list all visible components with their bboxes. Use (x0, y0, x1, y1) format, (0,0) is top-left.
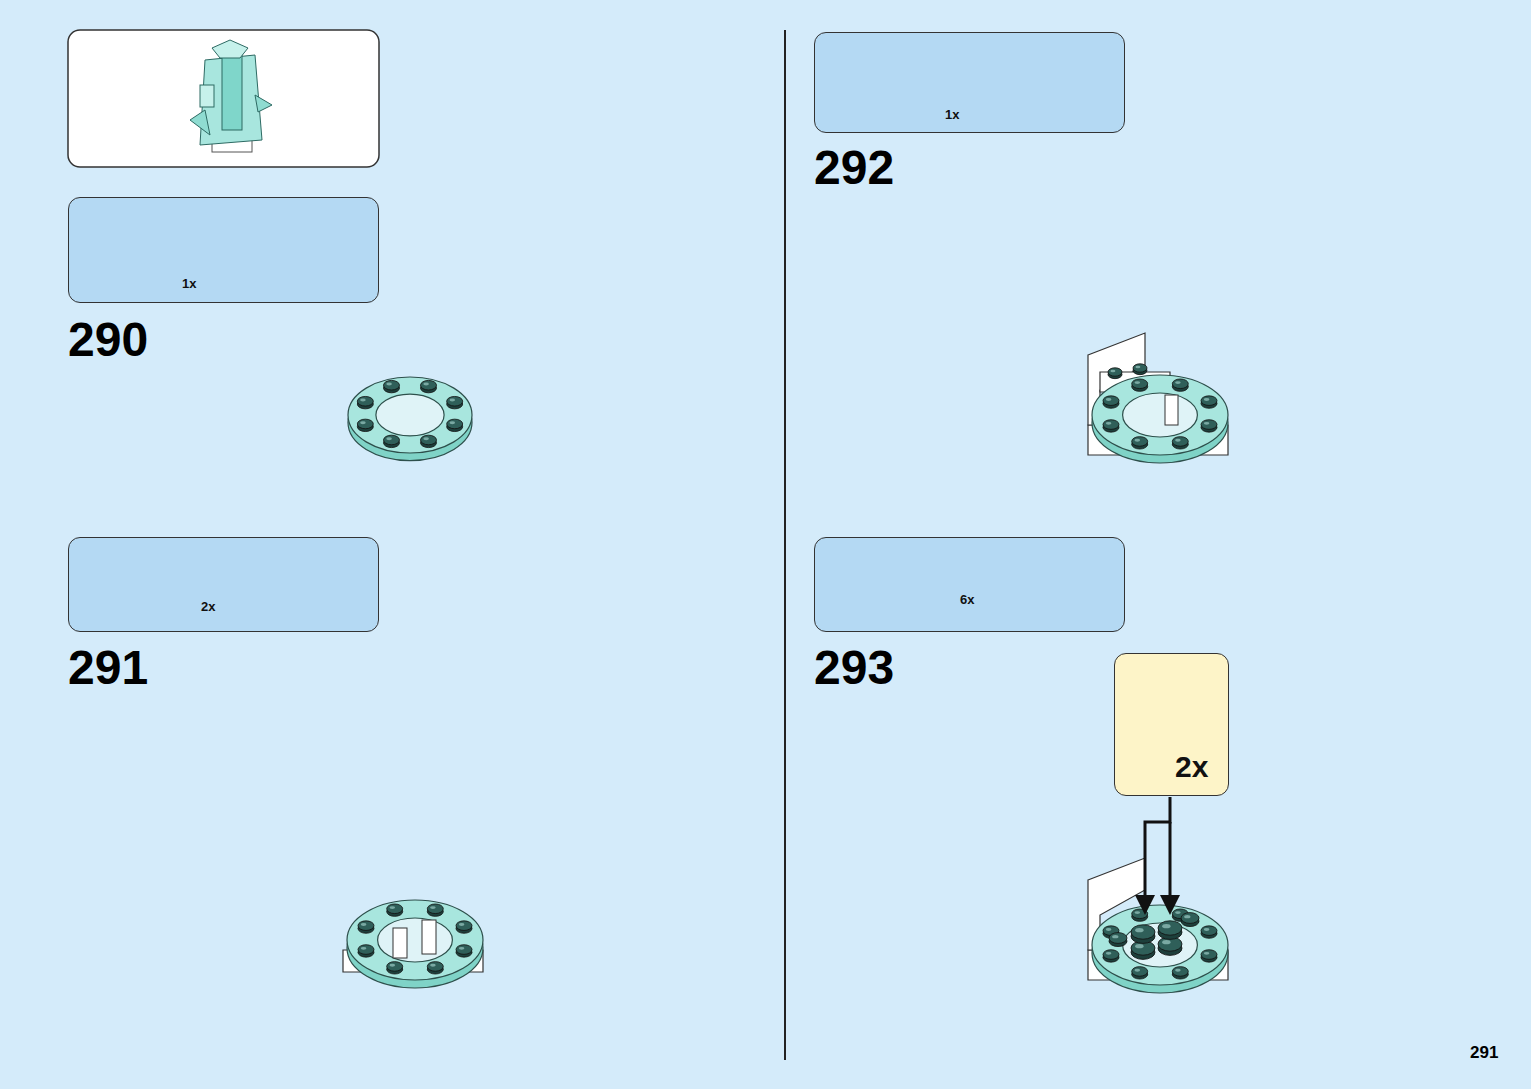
step-number: 292 (814, 142, 894, 195)
parts-list-box: 2x (68, 537, 379, 632)
submodel-box (68, 30, 379, 167)
sub-step-callout: 2x (1114, 653, 1229, 796)
parts-list-box: 1x (814, 32, 1125, 133)
step-number: 291 (68, 642, 148, 695)
quantity: 1x (945, 107, 959, 122)
submodel-figure (190, 40, 272, 152)
step-number: 293 (814, 642, 894, 695)
divider-line (784, 30, 786, 1060)
quantity-large: 2x (1175, 750, 1208, 784)
page-number: 291 (1470, 1044, 1498, 1063)
quantity: 6x (960, 592, 974, 607)
quantity: 2x (201, 599, 215, 614)
step-number: 290 (68, 314, 148, 367)
quantity: 1x (182, 276, 196, 291)
parts-list-box: 1x (68, 197, 379, 303)
parts-list-box: 6x (814, 537, 1125, 632)
